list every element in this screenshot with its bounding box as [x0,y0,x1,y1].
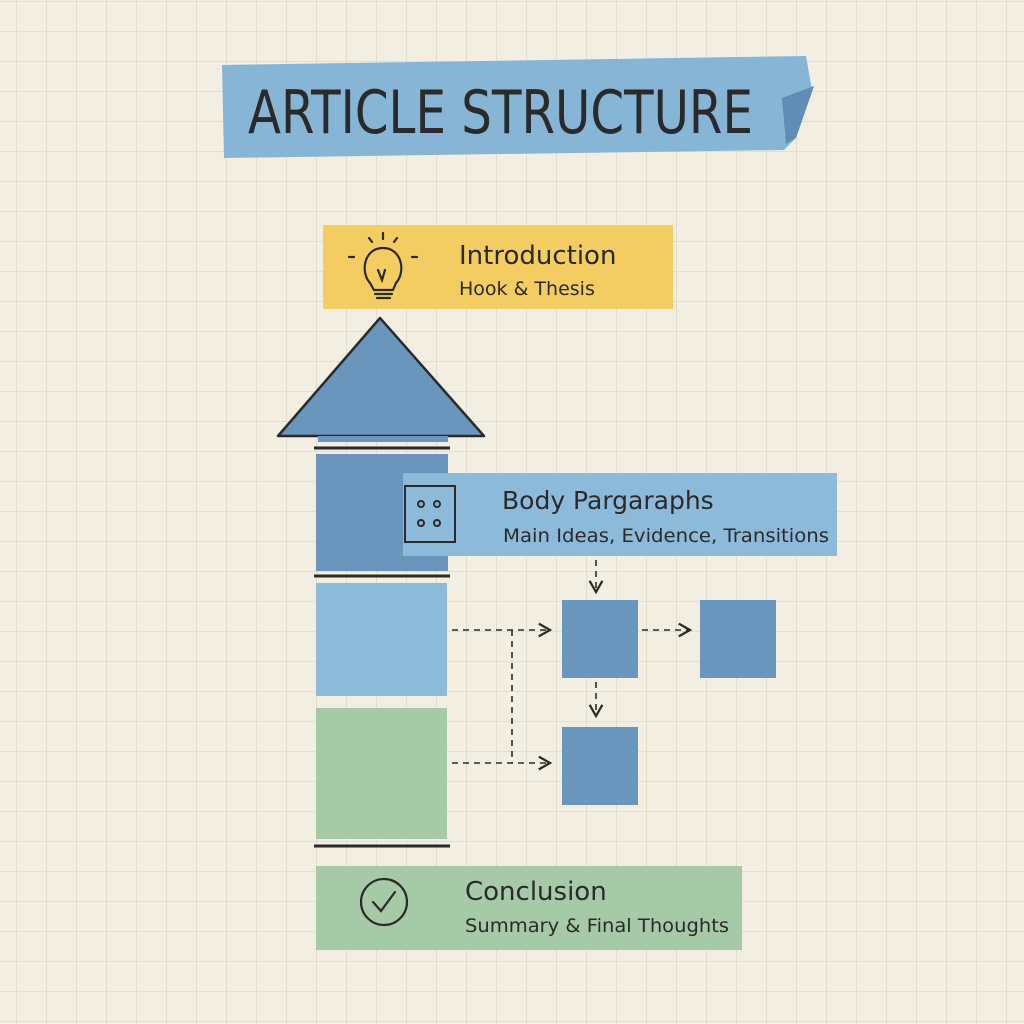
grid-dots-icon [404,485,456,543]
conclusion-heading: Conclusion [465,877,607,907]
conclusion-block [316,708,447,839]
body-subtitle: Main Ideas, Evidence, Transitions [503,525,829,547]
introduction-box: Introduction Hook & Thesis [323,225,673,309]
body-block-light [316,583,447,696]
paragraph-block-1 [562,600,638,678]
lightbulb-icon [347,231,419,300]
page-title: ARTICLE STRUCTURE [248,78,753,148]
body-heading: Body Pargaraphs [502,486,714,515]
conclusion-subtitle: Summary & Final Thoughts [465,915,729,937]
conclusion-box: Conclusion Summary & Final Thoughts [316,866,742,950]
title-banner: ARTICLE STRUCTURE [222,56,814,158]
folded-corner [782,86,814,144]
paragraph-block-2 [700,600,776,678]
check-circle-icon [359,877,409,927]
dashed-connectors [452,560,693,771]
introduction-heading: Introduction [459,241,616,271]
body-paragraphs-box: Body Pargaraphs Main Ideas, Evidence, Tr… [403,473,837,556]
paragraph-block-3 [562,727,638,805]
introduction-subtitle: Hook & Thesis [459,278,595,300]
